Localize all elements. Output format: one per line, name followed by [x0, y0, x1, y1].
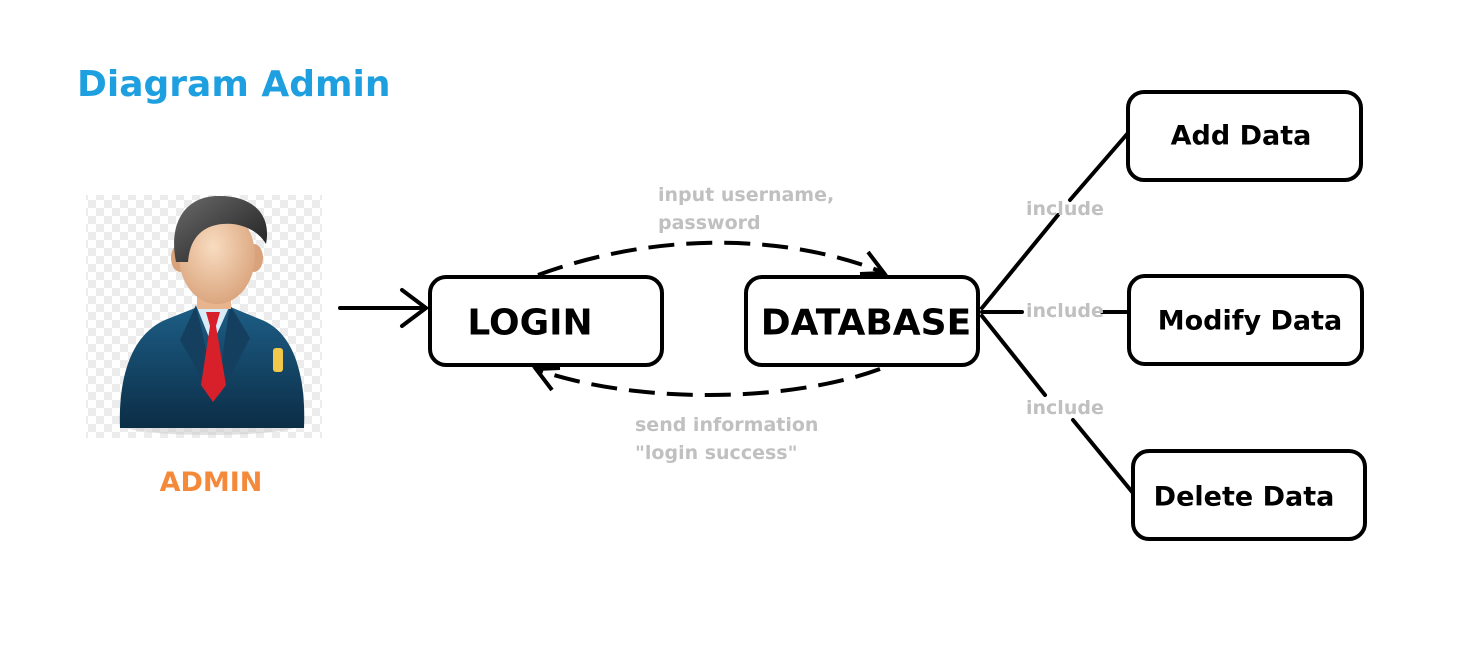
- include-label-delete: include: [1026, 397, 1104, 419]
- include-label-add: include: [1026, 198, 1104, 220]
- diagram-title: Diagram Admin: [77, 64, 391, 105]
- database-label: DATABASE: [761, 303, 971, 344]
- admin-businessman-icon: [86, 195, 322, 438]
- add-data-box: Add Data: [1126, 90, 1363, 182]
- add-data-label: Add Data: [1171, 121, 1312, 152]
- include-lines: [980, 131, 1135, 495]
- delete-data-label: Delete Data: [1154, 482, 1335, 513]
- modify-data-label: Modify Data: [1158, 306, 1343, 337]
- include-label-modify: include: [1026, 300, 1104, 322]
- delete-data-box: Delete Data: [1131, 449, 1367, 541]
- login-box: LOGIN: [428, 275, 664, 367]
- include-line-delete: [980, 314, 1135, 495]
- response-arrow: [532, 366, 881, 398]
- login-label: LOGIN: [467, 303, 592, 344]
- actor-to-login-arrow: [338, 288, 430, 328]
- request-arrow: [537, 240, 888, 277]
- actor-label: ADMIN: [160, 467, 263, 498]
- modify-data-box: Modify Data: [1127, 274, 1364, 366]
- include-line-add: [980, 131, 1130, 310]
- request-label: input username, password: [658, 184, 841, 234]
- response-label: send information "login success": [635, 414, 825, 464]
- database-box: DATABASE: [744, 275, 980, 367]
